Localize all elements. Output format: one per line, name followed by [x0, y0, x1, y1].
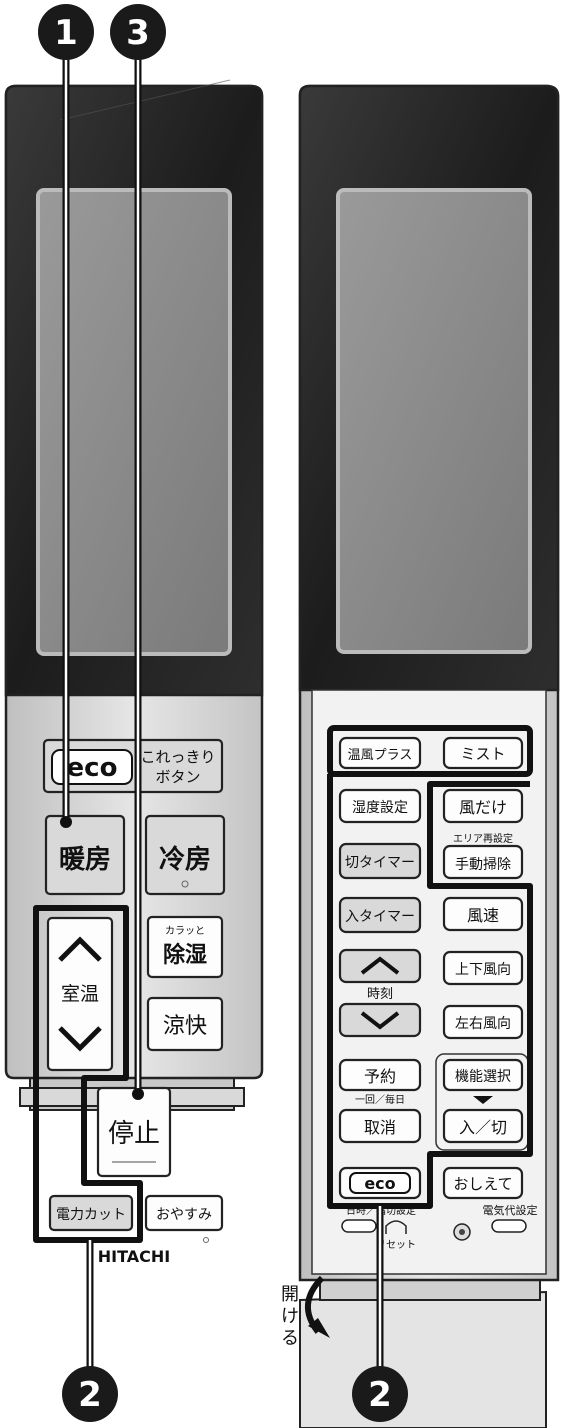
electricity-cost-caption: 電気代設定 [483, 1203, 538, 1217]
fan-speed-button[interactable]: 風速 [442, 896, 524, 932]
karatto-label: カラッと [165, 925, 205, 937]
cancel-button[interactable]: 取消 [338, 1108, 422, 1144]
eco-button[interactable]: eco [338, 1166, 422, 1200]
marker-3-label: 3 [126, 13, 150, 53]
cooling-label: 冷房 [159, 844, 211, 875]
warm-air-plus-button[interactable]: 温風プラス [338, 736, 422, 770]
warm-air-plus-label: 温風プラス [348, 748, 413, 763]
stop-label: 停止 [108, 1119, 160, 1149]
vertical-airflow-button[interactable]: 上下風向 [442, 950, 524, 986]
time-up-button[interactable] [338, 948, 422, 984]
eco-label-right: eco [364, 1174, 395, 1193]
triangle-down-icon [473, 1096, 493, 1104]
reset-caption: リセット [376, 1239, 416, 1251]
open-caption-3: る [281, 1328, 299, 1349]
marker-3: 3 [110, 4, 166, 60]
time-down-button[interactable] [338, 1002, 422, 1038]
eco-label: eco [67, 753, 118, 783]
dehumidify-label: 除湿 [163, 942, 207, 968]
on-off-button[interactable]: 入／切 [442, 1108, 524, 1144]
dehumidify-button[interactable]: カラッと 除湿 [146, 915, 224, 979]
time-caption: 時刻 [367, 987, 393, 1002]
wind-only-label: 風だけ [459, 798, 507, 817]
marker-1: 1 [38, 4, 94, 60]
cool-comfort-label: 涼快 [163, 1014, 207, 1039]
humidity-setting-label: 湿度設定 [352, 800, 408, 816]
open-caption-2: け [281, 1306, 299, 1327]
datetime-setting-button[interactable] [341, 1219, 377, 1233]
reset-hole-icon[interactable] [385, 1220, 407, 1234]
right-remote: 温風プラス ミスト 湿度設定 風だけ 切タイマー エリア再設定 手動掃除 入タイ… [281, 84, 560, 1428]
stop-button[interactable]: 停止 [96, 1086, 172, 1178]
wind-only-button[interactable]: 風だけ [442, 788, 524, 824]
horizontal-airflow-label: 左右風向 [455, 1016, 511, 1032]
heating-label: 暖房 [59, 845, 111, 875]
marker-2-right: 2 [352, 1366, 408, 1422]
reserve-button[interactable]: 予約 [338, 1058, 422, 1092]
room-temp-label: 室温 [61, 983, 99, 1005]
horizontal-airflow-button[interactable]: 左右風向 [442, 1004, 524, 1040]
time-up-icon [360, 956, 400, 975]
marker-2-right-label: 2 [368, 1375, 392, 1415]
cooling-button[interactable]: 冷房 [144, 814, 226, 896]
mist-label: ミスト [460, 745, 505, 763]
sleep-button[interactable]: おやすみ [144, 1194, 224, 1232]
sleep-label: おやすみ [156, 1207, 212, 1223]
left-display [36, 188, 232, 656]
opened-flap [299, 1290, 547, 1428]
power-cut-label: 電力カット [56, 1207, 126, 1223]
highlight-outline-main [327, 774, 533, 1209]
power-cut-button[interactable]: 電力カット [48, 1194, 134, 1232]
highlight-outline-top [327, 725, 533, 777]
function-select-button[interactable]: 機能選択 [442, 1058, 524, 1092]
on-timer-label: 入タイマー [345, 909, 415, 925]
marker-1-label: 1 [54, 13, 78, 53]
on-off-label: 入／切 [459, 1118, 507, 1137]
brand-logo: HITACHI [98, 1247, 170, 1266]
korekkiri-line2: ボタン [155, 768, 200, 786]
electricity-cost-button[interactable] [491, 1219, 527, 1233]
left-remote: eco これっきり ボタン 暖房 冷房 室温 カラッと 除湿 [4, 58, 264, 1372]
cool-comfort-button[interactable]: 涼快 [146, 996, 224, 1052]
time-down-icon [360, 1011, 400, 1030]
reserve-label: 予約 [364, 1067, 396, 1086]
room-temp-button[interactable]: 室温 [46, 916, 114, 1072]
marker-2-left: 2 [62, 1366, 118, 1422]
explain-label: おしえて [453, 1175, 512, 1193]
on-timer-button[interactable]: 入タイマー [338, 896, 422, 934]
highlight-outline-2 [33, 905, 143, 1243]
mist-button[interactable]: ミスト [442, 736, 524, 770]
function-select-label: 機能選択 [455, 1069, 511, 1085]
korekkiri-button[interactable]: eco これっきり ボタン [42, 738, 224, 794]
explain-button[interactable]: おしえて [442, 1166, 524, 1200]
marker-2-left-label: 2 [78, 1375, 102, 1415]
off-timer-label: 切タイマー [345, 855, 415, 871]
up-arrow-icon [58, 936, 102, 962]
heating-button[interactable]: 暖房 [44, 814, 126, 896]
manual-clean-label: 手動掃除 [455, 856, 511, 873]
once-daily-caption: 一回／毎日 [355, 1093, 405, 1106]
down-arrow-icon [58, 1026, 102, 1052]
off-timer-button[interactable]: 切タイマー [338, 842, 422, 880]
area-reset-caption: エリア再設定 [453, 832, 513, 845]
vertical-airflow-label: 上下風向 [455, 962, 511, 978]
right-display [336, 188, 532, 654]
cancel-label: 取消 [364, 1118, 396, 1137]
fan-speed-label: 風速 [467, 906, 499, 925]
open-caption-1: 開 [281, 1284, 299, 1305]
humidity-setting-button[interactable]: 湿度設定 [338, 788, 422, 824]
korekkiri-line1: これっきり [140, 748, 215, 766]
manual-clean-button[interactable]: 手動掃除 [442, 844, 524, 880]
